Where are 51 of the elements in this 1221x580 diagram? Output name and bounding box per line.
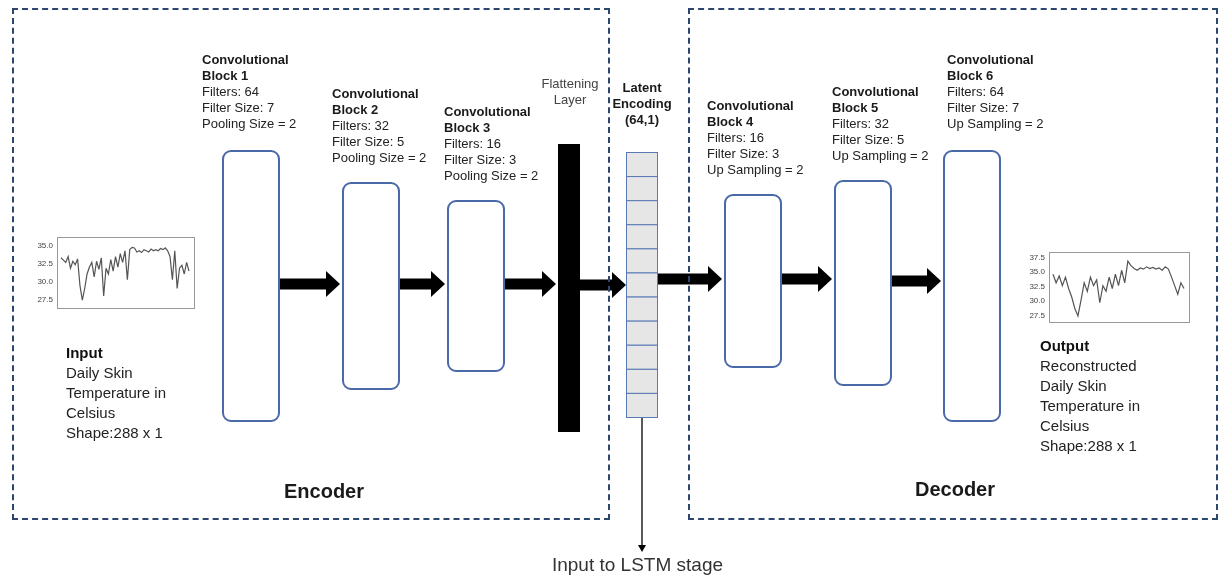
block-arrow (890, 268, 941, 294)
block-arrow (658, 266, 722, 292)
layer-parameter: Pooling Size = 2 (444, 168, 539, 184)
group-label: Decoder (915, 478, 996, 501)
axis-tick-label: 30.0 (1029, 296, 1045, 306)
layer-parameter: Pooling Size = 2 (202, 116, 297, 132)
block-arrow (780, 266, 832, 292)
layer-parameter: Filter Size: 3 (707, 146, 781, 162)
layer-heading: Latent Encoding (64,1) (611, 80, 673, 128)
axis-tick-label: 32.5 (37, 259, 53, 269)
output-note: Input to LSTM stage (551, 554, 724, 575)
block-arrow (398, 271, 445, 297)
block-arrow (503, 271, 556, 297)
layer-heading: Convolutional Block 3 (444, 104, 532, 136)
layer-heading: Convolutional Block 5 (832, 84, 920, 116)
layer-heading: Flattening Layer (540, 76, 600, 108)
layer-parameter: Filter Size: 7 (202, 100, 276, 116)
layer-heading: Convolutional Block 1 (202, 52, 290, 84)
group-label: Encoder (284, 480, 365, 503)
axis-tick-label: 35.0 (1029, 267, 1045, 277)
caption-text: Daily Skin Temperature in Celsius Shape:288 x 1 (66, 363, 168, 443)
caption-heading: Input (66, 343, 104, 363)
caption-heading: Output (1040, 336, 1091, 356)
layer-parameter: Filters: 32 (332, 118, 391, 134)
layer-heading: Convolutional Block 4 (707, 98, 795, 130)
axis-tick-label: 32.5 (1029, 282, 1045, 292)
layer-parameter: Pooling Size = 2 (332, 150, 427, 166)
axis-tick-label: 37.5 (1029, 253, 1045, 263)
layer-parameter: Filter Size: 7 (947, 100, 1021, 116)
layer-parameter: Filters: 64 (947, 84, 1006, 100)
layer-parameter: Filters: 64 (202, 84, 261, 100)
layer-heading: Convolutional Block 2 (332, 86, 420, 118)
dashed-group-box (688, 8, 1218, 520)
layer-parameter: Filters: 16 (444, 136, 503, 152)
layer-parameter: Up Sampling = 2 (947, 116, 1044, 132)
axis-tick-label: 30.0 (37, 277, 53, 287)
layer-parameter: Filters: 32 (832, 116, 891, 132)
axis-tick-label: 27.5 (1029, 311, 1045, 321)
dashed-group-box (12, 8, 610, 520)
caption-text: Reconstructed Daily Skin Temperature in Celsius Shape:288 x 1 (1040, 356, 1142, 456)
axis-tick-label: 35.0 (37, 241, 53, 251)
arrow (638, 417, 646, 552)
layer-parameter: Filter Size: 5 (832, 132, 906, 148)
layer-heading: Convolutional Block 6 (947, 52, 1035, 84)
layer-parameter: Filter Size: 3 (444, 152, 518, 168)
block-arrow (278, 271, 340, 297)
layer-parameter: Filter Size: 5 (332, 134, 406, 150)
layer-parameter: Up Sampling = 2 (832, 148, 929, 164)
layer-parameter: Up Sampling = 2 (707, 162, 804, 178)
axis-tick-label: 27.5 (37, 295, 53, 305)
layer-parameter: Filters: 16 (707, 130, 766, 146)
